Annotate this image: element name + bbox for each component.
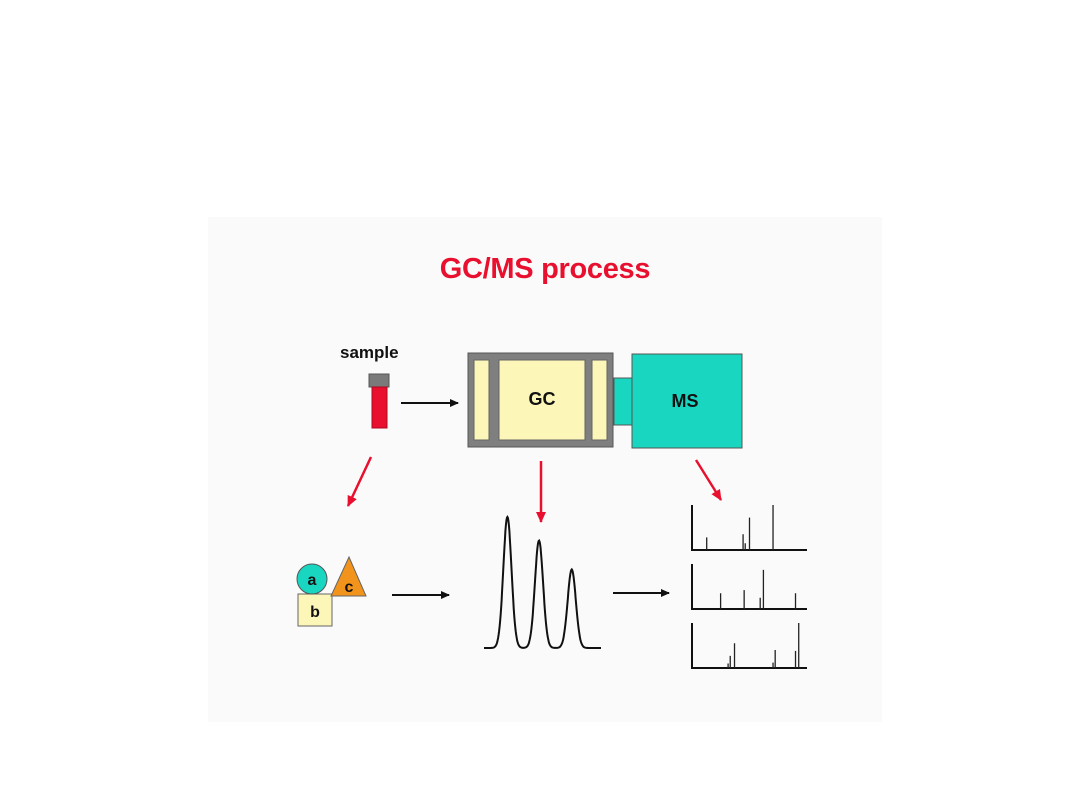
sample-vial-icon <box>368 373 390 429</box>
arrow-ms-to-spectra <box>694 459 723 501</box>
chromatogram-trace <box>484 514 601 649</box>
gc-label: GC <box>529 389 556 409</box>
spectrum-axes <box>691 623 807 669</box>
compound-b-label: b <box>310 604 320 621</box>
compound-c-triangle <box>330 555 367 597</box>
ms-instrument: MS <box>631 353 743 449</box>
gcms-diagram: sample GC MS b a <box>296 343 807 669</box>
spectrum-axes <box>691 564 807 610</box>
slide: GC/MS process sample GC <box>208 217 882 722</box>
mass-spectrum-1 <box>691 505 807 551</box>
arrow-sample-to-compounds <box>346 456 373 507</box>
chromatogram <box>484 514 601 649</box>
gc-instrument: GC <box>467 352 614 448</box>
compound-c-label: c <box>345 579 354 596</box>
mass-spectra <box>691 505 807 669</box>
ms-label: MS <box>672 391 699 411</box>
transfer-line <box>613 377 633 426</box>
slide-title: GC/MS process <box>439 253 651 285</box>
compound-a-label: a <box>308 572 317 589</box>
mass-spectrum-3 <box>691 623 807 669</box>
compound-a-circle <box>296 563 328 595</box>
sample-label: sample <box>340 343 399 362</box>
compound-mixture-icon: b a c <box>296 555 367 627</box>
spectrum-axes <box>691 505 807 551</box>
mass-spectrum-2 <box>691 564 807 610</box>
